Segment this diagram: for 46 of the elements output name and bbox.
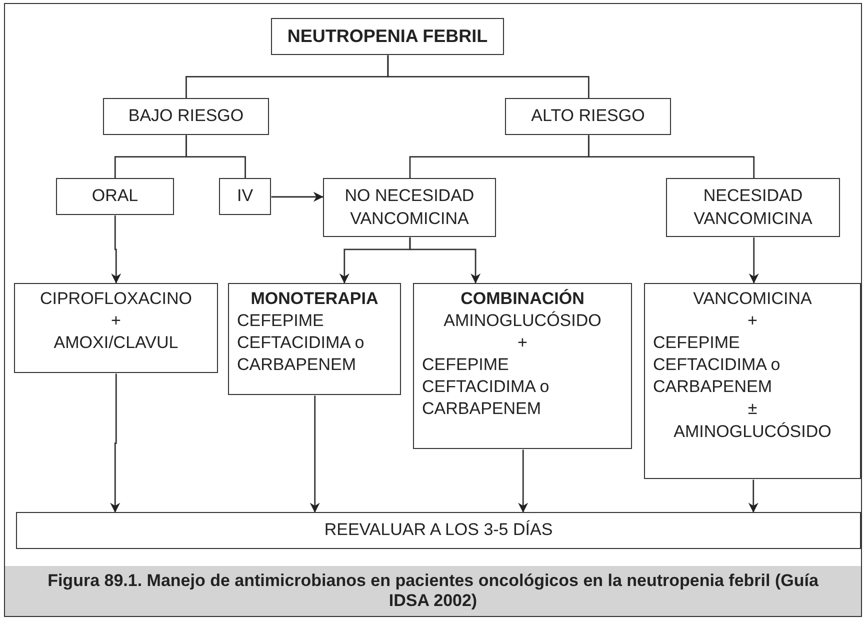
box-text: REEVALUAR A LOS 3-5 DÍAS [323, 519, 554, 542]
box-text: + [516, 332, 528, 354]
process-box [666, 178, 840, 237]
box-text: VANCOMICINA [692, 288, 813, 310]
box-text: COMBINACIÓN [460, 288, 586, 310]
arrow [748, 480, 758, 513]
box-text: ± [746, 398, 758, 420]
box-text: + [746, 310, 758, 332]
process-box [413, 283, 632, 449]
figure-caption: Figura 89.1. Manejo de antimicrobianos en pacientes oncológicos en la neutropenia febril (Guía IDSA 2002) [46, 570, 820, 612]
arrow [310, 396, 320, 513]
box-text: CIPROFLOXACINO [38, 288, 194, 310]
arrow [271, 192, 324, 202]
box-text: NEUTROPENIA FEBRIL [286, 24, 489, 48]
process-box [271, 18, 504, 55]
box-text: ALTO RIESGO [530, 105, 646, 128]
box-text: ORAL [90, 185, 140, 208]
process-box [103, 98, 269, 135]
box-text: AMINOGLUCÓSIDO [672, 420, 832, 443]
arrow [110, 374, 120, 513]
box-text: IV [236, 185, 254, 208]
box-text: AMINOGLUCÓSIDO [442, 310, 602, 332]
box-text: AMOXI/CLAVUL [52, 332, 180, 354]
connector-line [387, 55, 590, 98]
arrow [111, 215, 122, 284]
process-box [228, 283, 401, 395]
box-text: NECESIDAD VANCOMICINA [692, 185, 814, 230]
box-text: NO NECESIDAD VANCOMICINA [344, 185, 476, 230]
process-box [56, 178, 174, 215]
box-text: CEFEPIME CEFTACIDIMA o CARBAPENEM [237, 310, 366, 376]
process-box [505, 98, 671, 135]
box-text: MONOTERAPIA [250, 288, 380, 310]
box-text: CEFEPIME CEFTACIDIMA o CARBAPENEM [422, 354, 550, 420]
connector-line [186, 135, 246, 178]
arrow [409, 237, 481, 284]
process-box [644, 283, 861, 479]
arrow [748, 237, 759, 284]
process-box [14, 283, 218, 373]
box-text: BAJO RIESGO [127, 105, 245, 128]
arrow [518, 450, 528, 513]
process-box [219, 178, 271, 215]
process-box [16, 512, 861, 549]
box-text: CEFEPIME CEFTACIDIMA o CARBAPENEM [653, 332, 782, 398]
connector-line [588, 135, 755, 178]
process-box [323, 178, 496, 237]
box-text: + [110, 310, 122, 332]
